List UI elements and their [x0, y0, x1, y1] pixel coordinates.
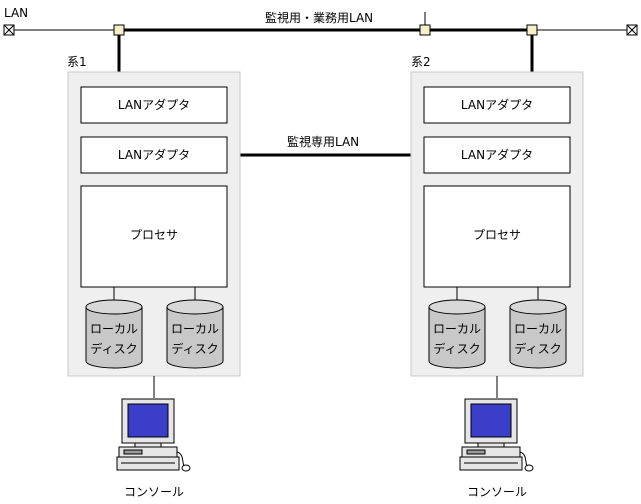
system2-disk2-icon: [509, 299, 567, 369]
system2-disk1-label-line2: ディスク: [433, 341, 480, 356]
lan-terminator-left-icon: [3, 24, 15, 36]
system1-lan-adapter-top: [80, 86, 228, 124]
system2: 系2 LANアダプタ LANアダプタ プロセサ ローカル ディスク ローカル デ…: [410, 55, 584, 499]
system2-console-computer-icon: [459, 398, 534, 472]
lan-network: LAN 監視用・業務用LAN: [3, 6, 638, 36]
system2-console-label: コンソール: [467, 485, 527, 499]
system2-lan-adapter-bottom: [423, 136, 571, 174]
system2-disk1-icon: [428, 299, 486, 369]
system1-console-label: コンソール: [124, 485, 184, 499]
system1-disk2-icon: [166, 299, 224, 369]
lan-node-system1: [113, 24, 125, 36]
system1-disk2-label-line2: ディスク: [171, 341, 218, 356]
system2-disk2-label-line2: ディスク: [514, 341, 561, 356]
system1-disk1-icon: [85, 299, 143, 369]
system1-label: 系1: [67, 55, 87, 69]
system1-disk1-label-line2: ディスク: [90, 341, 137, 356]
system1-lan-adapter-bottom: [80, 136, 228, 174]
system2-lan-adapter-bottom-label: LANアダプタ: [461, 147, 533, 162]
lan-node-system2: [526, 24, 538, 36]
system2-disk2-label-line1: ローカル: [514, 322, 562, 336]
lan-node-center: [419, 24, 431, 36]
monitoring-only-lan-label: 監視専用LAN: [287, 134, 359, 149]
lan-label: LAN: [4, 6, 28, 20]
system1-lan-adapter-bottom-label: LANアダプタ: [118, 147, 190, 162]
system2-processor: [423, 185, 571, 288]
lan-terminator-right-icon: [626, 24, 638, 36]
system2-lan-adapter-top-label: LANアダプタ: [461, 97, 533, 112]
system1-processor-label: プロセサ: [130, 228, 178, 242]
system2-disk1-label-line1: ローカル: [433, 322, 481, 336]
system1-lan-adapter-top-label: LANアダプタ: [118, 97, 190, 112]
monitoring-business-lan-label: 監視用・業務用LAN: [265, 10, 373, 25]
system1-processor: [80, 185, 228, 288]
system1-disk1-label-line1: ローカル: [90, 322, 138, 336]
system1: 系1 LANアダプタ LANアダプタ プロセサ ローカル ディスク ローカル デ…: [67, 55, 241, 499]
system2-processor-label: プロセサ: [473, 228, 521, 242]
system1-console-computer-icon: [116, 398, 191, 472]
system2-lan-adapter-top: [423, 86, 571, 124]
system2-label: 系2: [411, 55, 431, 69]
system1-disk2-label-line1: ローカル: [171, 322, 219, 336]
